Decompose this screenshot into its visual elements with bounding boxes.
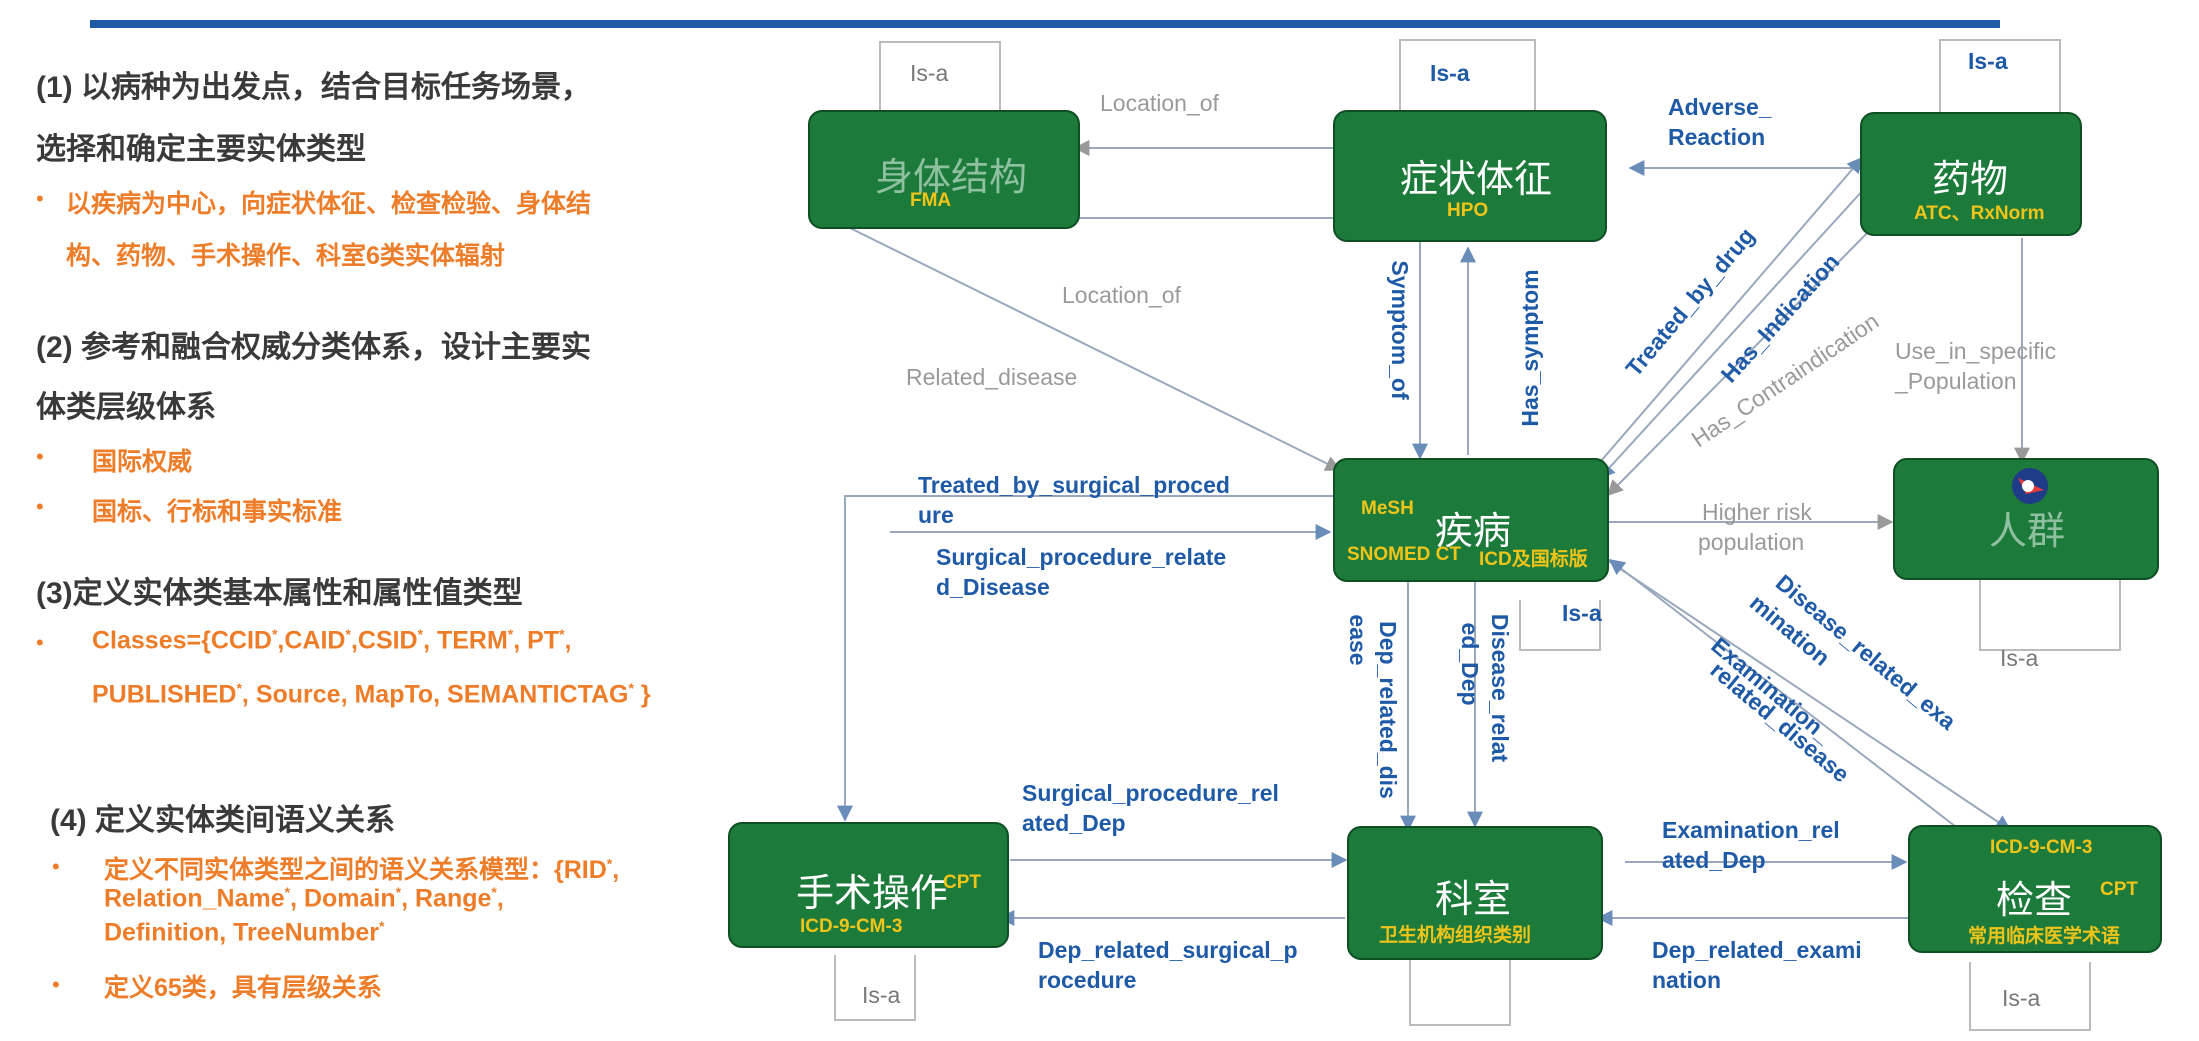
node-disease-snomed: SNOMED CT [1347,544,1461,565]
rel-higher-risk-l1: Higher risk [1702,499,1812,525]
rel-dep-related-surgical-l1: Dep_related_surgical_p [1038,937,1298,963]
node-exam-icd: ICD-9-CM-3 [1990,837,2093,858]
top-rule [90,20,2000,28]
node-department-name: 科室 [1435,879,1512,921]
rel-dep-related-exam-l2: nation [1652,967,1721,993]
rel-use-in-specific-l2: _Population [1895,368,2017,394]
node-disease-name: 疾病 [1435,511,1512,553]
item-4-line-3: Definition, TreeNumber* [104,918,385,947]
isa-label: Is-a [910,60,949,86]
node-department-standard: 卫生机构组织类别 [1379,925,1532,946]
bullet: • [52,854,60,879]
rel-disease-related-dep-l2: ed_Dep [1457,622,1483,706]
node-body-structure-standard: FMA [910,190,952,211]
bullet: • [36,630,44,655]
item-1-line-2: 构、药物、手术操作、科室6类实体辐射 [66,242,505,270]
item-2a: 国际权威 [92,448,193,476]
item-3-line-2: PUBLISHED*, Source, MapTo, SEMANTICTAG* … [92,680,651,709]
rel-higher-risk-l2: population [1698,529,1805,555]
heading-2-line-1: (2) 参考和融合权威分类体系，设计主要实 [36,331,591,364]
rel-surgical-related-dep-l1: Surgical_procedure_rel [1022,780,1279,806]
heading-3: (3)定义实体类基本属性和属性值类型 [36,577,523,610]
rel-adverse-reaction-l2: Reaction [1668,124,1766,150]
node-body-structure-name: 身体结构 [875,157,1028,199]
item-3-line-1: Classes={CCID*,CAID*,CSID*, TERM*, PT*, [92,626,572,655]
node-exam-name: 检查 [1996,880,2073,922]
node-exam[interactable]: ICD-9-CM-3 检查 CPT 常用临床医学术语 [1908,825,2162,953]
bullet: • [36,444,44,469]
node-exam-cpt: CPT [2100,879,2138,900]
isa-label: Is-a [2002,985,2041,1011]
bullet: • [36,494,44,519]
rel-dep-related-exam-l1: Dep_related_exami [1652,937,1862,963]
bullet: • [52,972,60,997]
item-4b: 定义65类，具有层级关系 [104,974,382,1002]
isa-label: Is-a [862,982,901,1008]
rel-surgical-related-disease-l2: d_Disease [936,574,1050,600]
rel-dep-related-disease-l1: Dep_related_dis [1375,621,1401,799]
isa-label: Is-a [1968,48,2008,74]
node-department[interactable]: 科室 卫生机构组织类别 [1347,826,1603,960]
node-surgery-name: 手术操作 [796,873,949,915]
rel-related-disease: Related_disease [906,364,1078,390]
isa-label: Is-a [1562,600,1602,626]
node-drug-standard: ATC、RxNorm [1914,203,2045,224]
rel-dep-related-surgical-l2: rocedure [1038,967,1137,993]
isa-label: Is-a [2000,645,2039,671]
left-text-panel: (1) 以病种为出发点，结合目标任务场景， 选择和确定主要实体类型 • 以疾病为… [0,0,740,1041]
heading-4: (4) 定义实体类间语义关系 [50,804,395,837]
rel-surgical-related-disease-l1: Surgical_procedure_relate [936,544,1227,570]
bullet: • [36,186,44,211]
node-drug[interactable]: 药物 ATC、RxNorm [1860,112,2082,236]
rel-location-of-mid: Location_of [1062,282,1181,308]
node-exam-standard: 常用临床医学术语 [1968,926,2121,947]
rel-treated-by-surgical-l2: ure [918,502,954,528]
item-1-line-1: 以疾病为中心，向症状体征、检查检验、身体结 [66,190,592,218]
rel-surgical-related-dep-l2: ated_Dep [1022,810,1126,836]
node-surgery-icd: ICD-9-CM-3 [800,916,903,937]
rel-location-of-top: Location_of [1100,90,1219,116]
node-disease-icd: ICD及国标版 [1479,549,1588,570]
rel-use-in-specific-l1: Use_in_specific [1895,338,2057,364]
item-2b: 国标、行标和事实标准 [92,498,343,526]
isa-label: Is-a [1430,60,1470,86]
rel-has-symptom: Has_symptom [1517,269,1543,427]
item-4-line-1: 定义不同实体类型之间的语义关系模型：{RID*, [104,855,620,884]
item-4-line-2: Relation_Name*, Domain*, Range*, [104,884,504,913]
node-disease[interactable]: MeSH 疾病 SNOMED CT ICD及国标版 [1333,458,1609,582]
node-population-name: 人群 [1989,511,2066,553]
heading-1-line-1: (1) 以病种为出发点，结合目标任务场景， [36,71,591,104]
node-surgery-cpt: CPT [943,872,981,893]
rel-exam-related-dep-l2: ated_Dep [1662,847,1766,873]
node-surgery[interactable]: 手术操作 CPT ICD-9-CM-3 [728,822,1009,948]
rel-treated-by-surgical-l1: Treated_by_surgical_proced [918,472,1230,498]
heading-2-line-2: 体类层级体系 [36,391,216,424]
rel-adverse-reaction-l1: Adverse_ [1668,94,1772,120]
rel-exam-related-dep-l1: Examination_rel [1662,817,1840,843]
rel-disease-related-dep-l1: Disease_relat [1487,613,1513,763]
node-symptom-name: 症状体征 [1400,159,1553,201]
rel-dep-related-disease-l2: ease [1345,614,1371,666]
rel-symptom-of: Symptom_of [1387,260,1413,400]
node-symptom[interactable]: 症状体征 HPO [1333,110,1607,242]
node-population[interactable]: 人群 [1893,458,2159,580]
node-drug-name: 药物 [1932,159,2009,201]
node-symptom-standard: HPO [1447,200,1489,221]
node-body-structure[interactable]: 身体结构 FMA [808,110,1080,229]
heading-1-line-2: 选择和确定主要实体类型 [36,133,366,166]
node-disease-mesh: MeSH [1361,498,1414,519]
